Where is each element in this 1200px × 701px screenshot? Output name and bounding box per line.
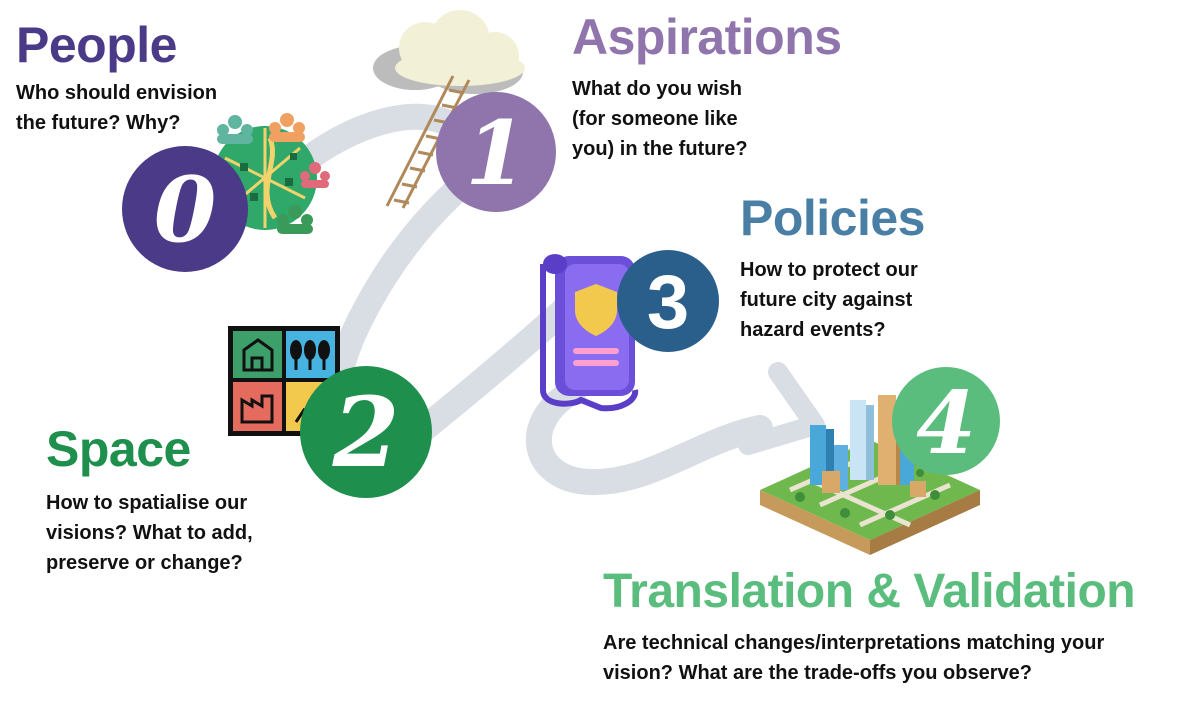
step-3-desc-line: How to protect our: [740, 259, 918, 281]
step-2-desc-line: visions? What to add,: [46, 522, 253, 544]
step-1-title: Aspirations: [572, 9, 842, 65]
step-2-text: Space How to spatialise our visions? Wha…: [46, 424, 253, 578]
step-3-title: Policies: [740, 190, 926, 246]
step-4-text: Translation & Validation Are technical c…: [603, 565, 1136, 688]
step-4-desc-line: vision? What are the trade-offs you obse…: [603, 662, 1032, 684]
step-3-badge: 3: [617, 250, 719, 352]
step-4-title: Translation & Validation: [603, 565, 1136, 618]
step-4-desc-line: Are technical changes/interpretations ma…: [603, 632, 1105, 654]
step-1-badge: 1: [436, 92, 556, 212]
step-0-text: People Who should envision the future? W…: [16, 20, 217, 138]
step-1-desc-line: you) in the future?: [572, 138, 748, 160]
policy-scroll-icon: [540, 254, 639, 412]
step-0-desc-line: Who should envision: [16, 82, 218, 104]
step-2-desc-line: How to spatialise our: [46, 492, 248, 514]
step-4-badge: 4: [892, 367, 1000, 475]
step-0-badge: 0: [122, 146, 248, 272]
step-1-number: 1: [465, 101, 526, 205]
step-3-number: 3: [647, 260, 689, 345]
step-3-desc-line: hazard events?: [740, 319, 886, 341]
step-2-title: Space: [46, 421, 191, 477]
step-2-badge: 2: [300, 366, 432, 498]
step-2-desc-line: preserve or change?: [46, 552, 243, 574]
step-4-number: 4: [916, 373, 976, 474]
step-0-desc-line: the future? Why?: [16, 112, 181, 134]
city-model-icon: [760, 395, 980, 555]
step-3-desc-line: future city against: [740, 289, 913, 311]
step-3-text: Policies How to protect our future city …: [740, 190, 926, 345]
step-0-number: 0: [154, 157, 217, 263]
step-2-number: 2: [332, 376, 400, 489]
step-0-title: People: [16, 17, 177, 73]
step-1-desc-line: What do you wish: [572, 78, 742, 100]
step-1-desc-line: (for someone like: [572, 108, 738, 130]
step-1-text: Aspirations What do you wish (for someon…: [572, 12, 842, 164]
cloud-ladder-icon: [373, 10, 525, 209]
